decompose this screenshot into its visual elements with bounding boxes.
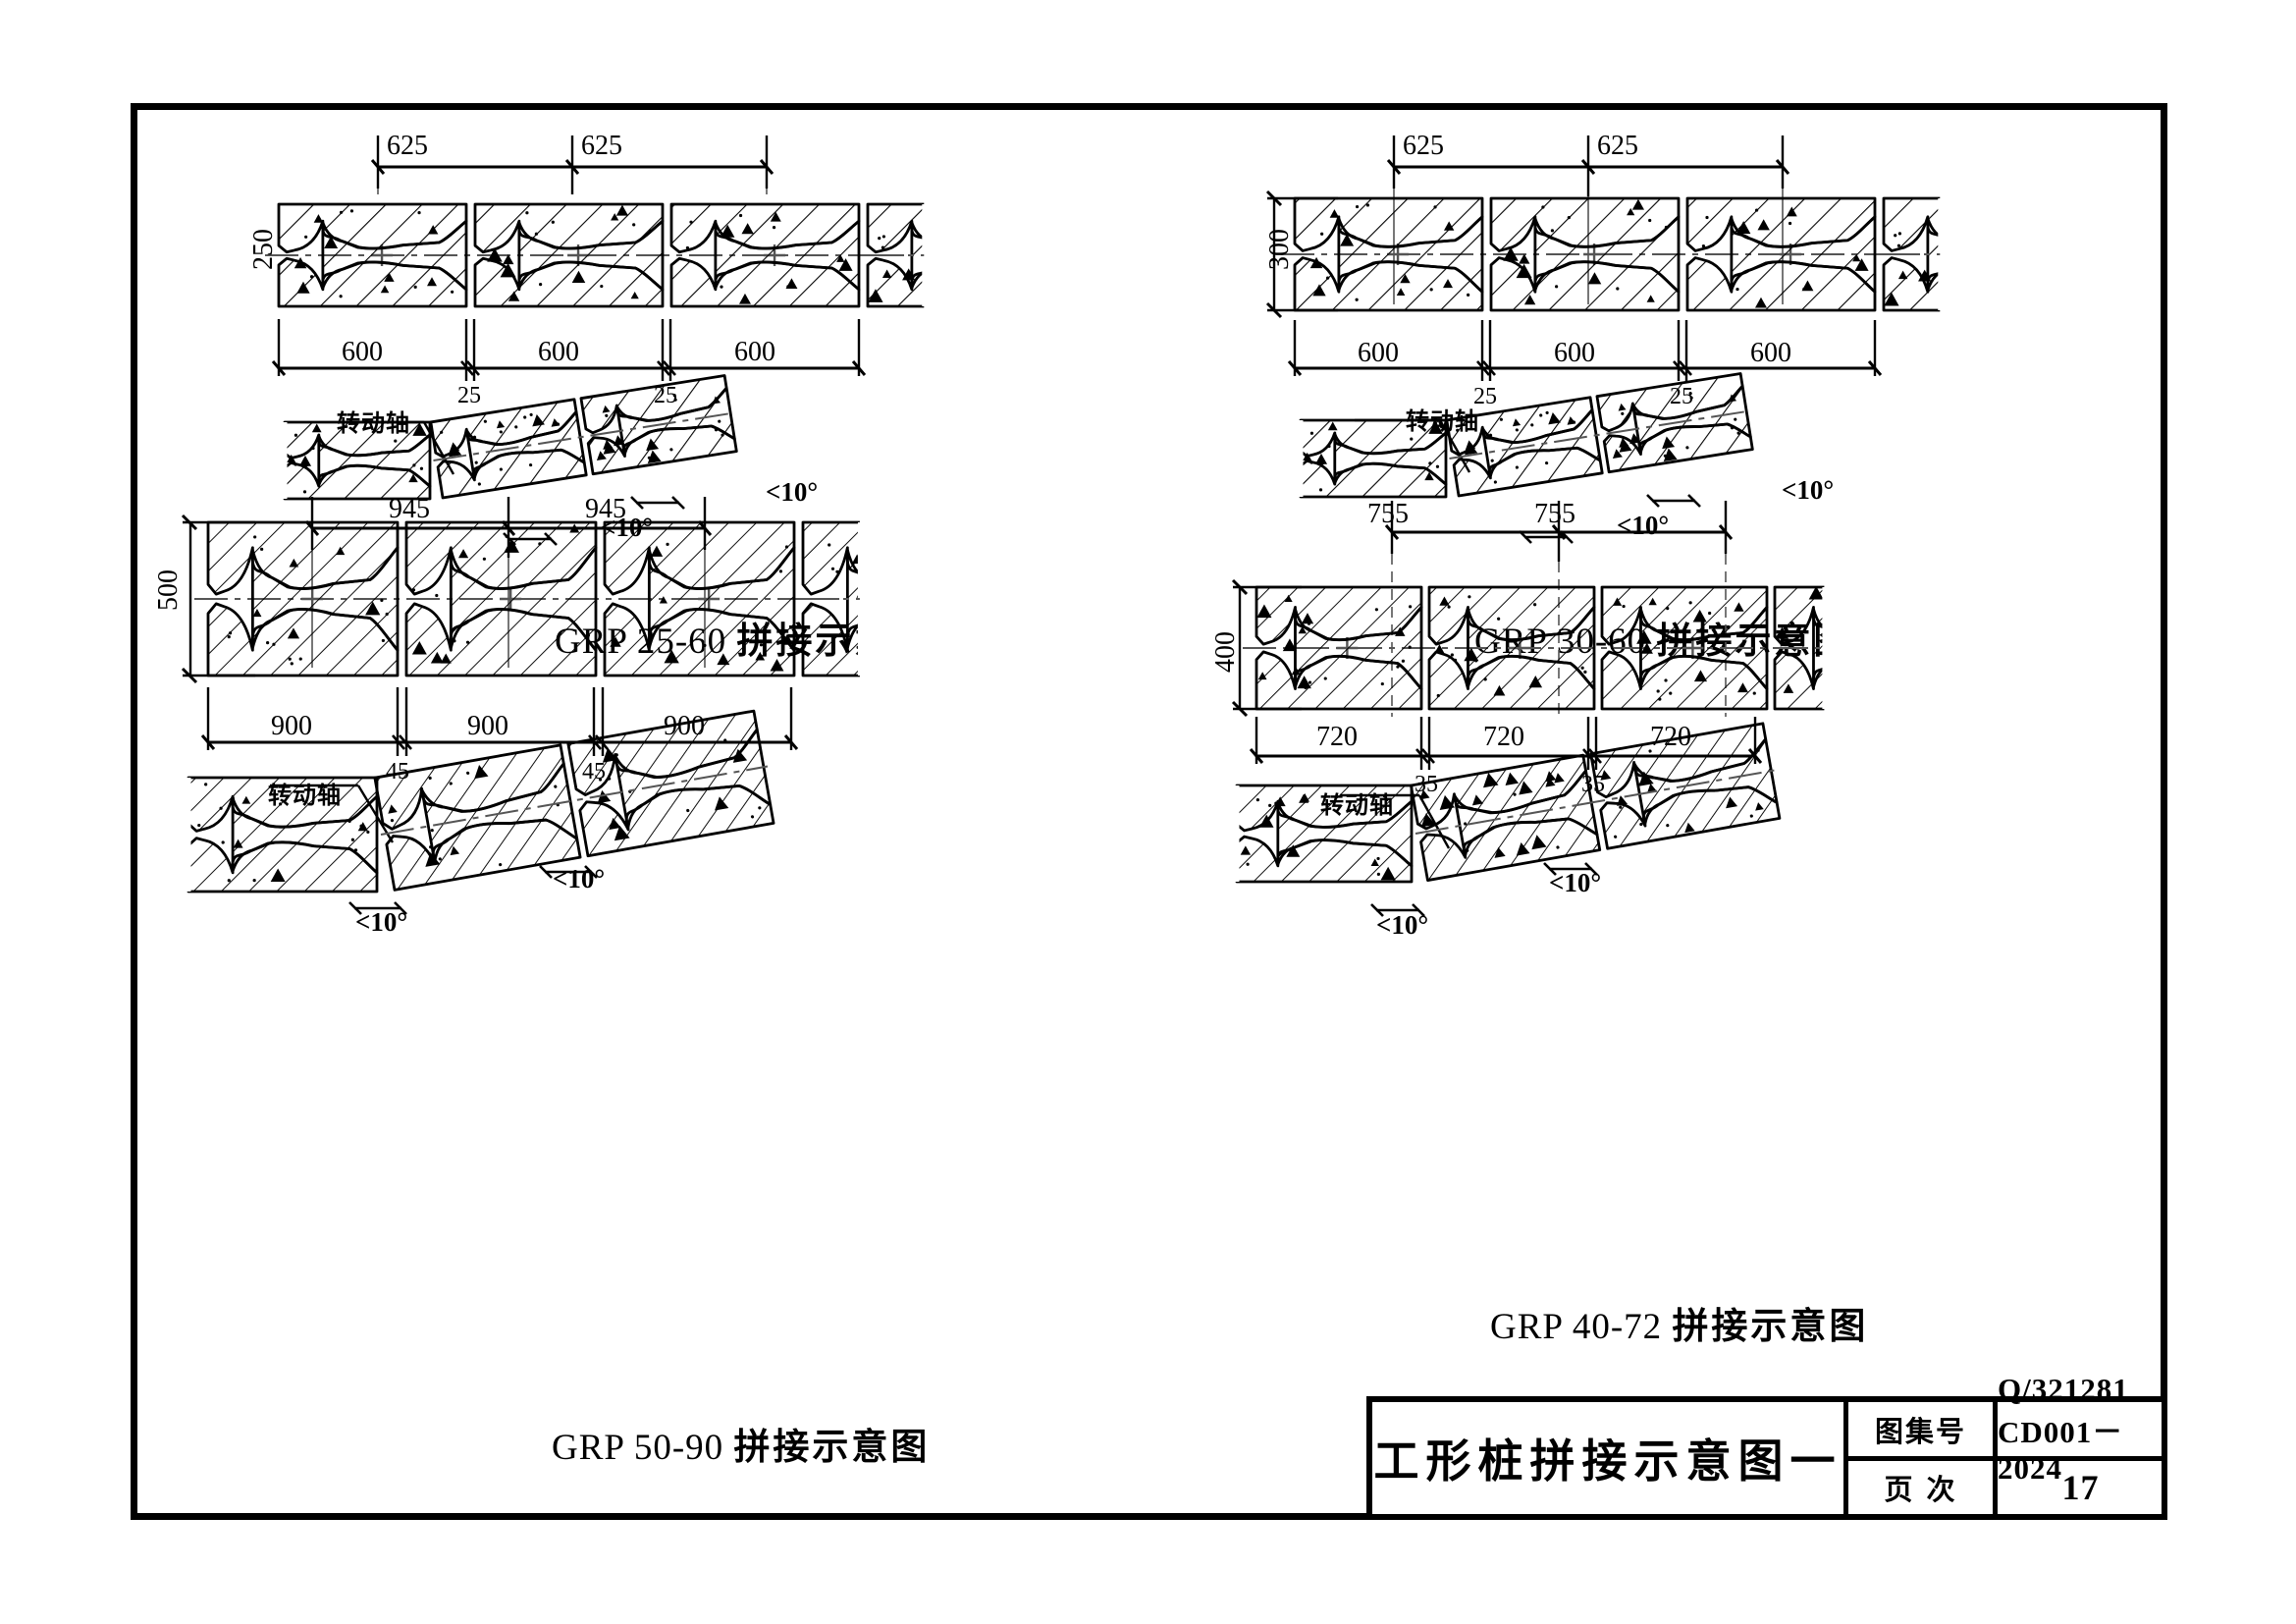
bent-view-geometry (1298, 372, 1754, 499)
dim-45-b: 45 (582, 759, 606, 785)
dim-600-d: 600 (1358, 338, 1399, 368)
bottom-dimension-chain (1287, 320, 1883, 381)
dim-625-a: 625 (387, 131, 428, 161)
angle-label-4b: <10° (1549, 868, 1602, 897)
angle-label-4a: <10° (1376, 910, 1429, 940)
page-label: 页 次 (1884, 1473, 1957, 1506)
label-rotation-axis-4: 转动轴 (1320, 791, 1394, 819)
panel-grp-25-60 (245, 128, 1112, 619)
atlas-no-value: Q/321281 CD001－2024 (1998, 1372, 2128, 1486)
dim-500: 500 (153, 569, 184, 611)
dim-625-d: 625 (1597, 131, 1638, 161)
dim-300: 300 (1264, 229, 1295, 270)
dim-25-c: 25 (1473, 384, 1497, 409)
label-rotation-axis-2: 转动轴 (1406, 407, 1479, 435)
top-dimension-chain (1384, 501, 1734, 562)
dim-720-a: 720 (1316, 722, 1358, 752)
panel-grp-30-60 (1261, 128, 2128, 619)
dim-250: 250 (248, 229, 279, 270)
atlas-no-label: 图集号 (1874, 1414, 1966, 1448)
pile-elevation-clean (194, 493, 1049, 705)
dim-25-a: 25 (457, 383, 481, 408)
bent-view-geometry (282, 374, 738, 501)
label-rotation-axis-3: 转动轴 (268, 782, 342, 809)
pile-elevation-clean (1281, 169, 2128, 340)
dim-945-a: 945 (389, 494, 430, 524)
dim-625-c: 625 (1403, 131, 1444, 161)
dim-720-c: 720 (1650, 722, 1691, 752)
dim-600-c: 600 (734, 337, 775, 367)
bent-view-geometry (186, 709, 775, 893)
dim-945-b: 945 (585, 494, 626, 524)
title-block-main: 工形桩拼接示意图一 (1372, 1402, 1843, 1514)
caption-grp-50-90: GRP 50-90 拼接示意图 (552, 1417, 930, 1470)
panel-grp-40-72 (1227, 491, 1993, 1473)
dim-625-b: 625 (581, 131, 622, 161)
divider-h1 (1843, 1456, 2163, 1461)
top-dimension-chain (370, 135, 774, 196)
dim-600-f: 600 (1750, 338, 1791, 368)
caption-cn-3: 拼接示意图 (733, 1426, 931, 1468)
panel-grp-50-90 (177, 491, 1049, 1473)
caption-grp-40-72: GRP 40-72 拼接示意图 (1490, 1296, 1868, 1349)
label-rotation-axis-1: 转动轴 (337, 409, 410, 437)
dim-600-e: 600 (1554, 338, 1595, 368)
angle-label-3b: <10° (553, 864, 606, 893)
dim-600-b: 600 (538, 337, 579, 367)
dim-900-c: 900 (664, 711, 705, 741)
angle-label-2a: <10° (1617, 511, 1670, 540)
caption-cn-4: 拼接示意图 (1672, 1305, 1869, 1347)
angle-ticks (348, 865, 598, 915)
dim-720-b: 720 (1483, 722, 1524, 752)
dim-400: 400 (1210, 631, 1241, 673)
dim-755-b: 755 (1534, 499, 1575, 529)
pile-elevation-clean (245, 175, 1112, 336)
dim-900-b: 900 (467, 711, 508, 741)
bent-view-geometry (1234, 722, 1782, 884)
top-dimension-chain (1386, 135, 1790, 196)
dim-755-a: 755 (1367, 499, 1409, 529)
dim-25-b: 25 (654, 383, 677, 408)
caption-code-4: GRP 40-72 (1490, 1307, 1663, 1347)
dim-35-a: 35 (1415, 772, 1438, 797)
angle-ticks (1370, 862, 1598, 917)
page-value: 17 (2061, 1468, 2100, 1507)
angle-label-2b: <10° (1782, 475, 1835, 505)
pile-elevation-clean (1243, 558, 1990, 738)
dim-900-a: 900 (271, 711, 312, 741)
dim-35-b: 35 (1581, 772, 1605, 797)
angle-label-1b: <10° (766, 477, 819, 507)
bottom-dimension-chain (271, 319, 867, 381)
dim-600-a: 600 (342, 337, 383, 367)
caption-code-3: GRP 50-90 (552, 1428, 724, 1468)
dim-25-d: 25 (1670, 384, 1693, 409)
title-block-main-title: 工形桩拼接示意图一 (1373, 1435, 1842, 1488)
title-block: 工形桩拼接示意图一 图集号 Q/321281 CD001－2024 页 次 17 (1366, 1372, 2167, 1520)
angle-label-3a: <10° (355, 907, 408, 937)
dim-45-a: 45 (386, 759, 409, 785)
